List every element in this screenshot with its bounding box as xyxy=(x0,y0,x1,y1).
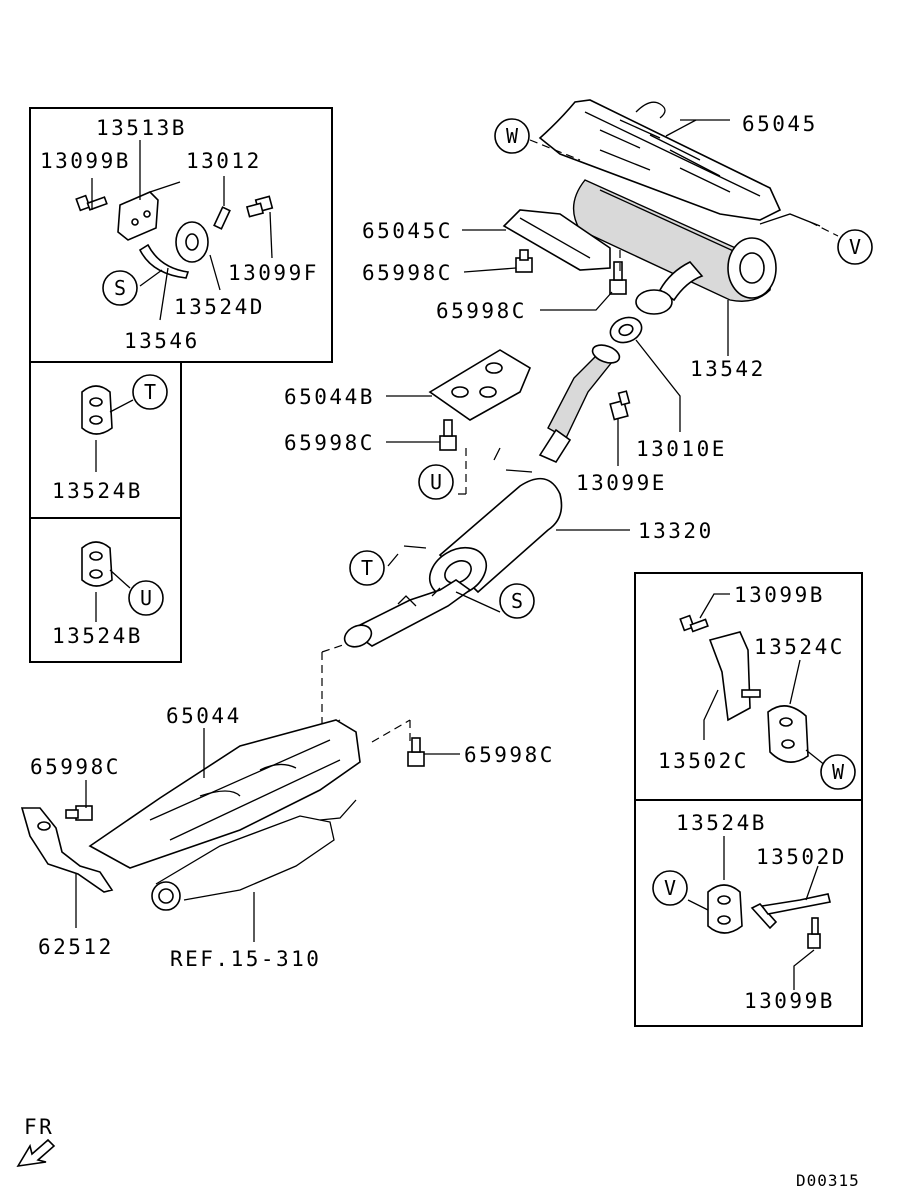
rear-muffler-13542 xyxy=(572,179,821,315)
bolt-65998c-rear-a xyxy=(515,249,533,273)
label-13320: 13320 xyxy=(638,519,714,543)
dashed-link-u xyxy=(458,448,467,495)
label-13524d: 13524D xyxy=(174,295,265,319)
svg-text:W: W xyxy=(832,760,845,784)
svg-text:T: T xyxy=(361,556,373,580)
front-pipe xyxy=(343,579,472,648)
heat-protector-65045c xyxy=(502,209,611,271)
svg-text:U: U xyxy=(430,470,442,494)
ref-converter-outline xyxy=(151,799,357,911)
rubber-hanger-13524b-v xyxy=(707,884,743,934)
diagram-code: D00315 xyxy=(796,1171,860,1187)
label-13546: 13546 xyxy=(124,329,200,353)
rubber-hanger-13524d xyxy=(175,221,209,263)
bolt-13099f xyxy=(245,195,274,218)
callout-t-inset: T xyxy=(132,374,168,410)
bolt-13099b-right-top xyxy=(679,614,709,633)
rubber-hanger-13524b-u xyxy=(81,541,113,587)
bracket-13502d xyxy=(750,893,831,930)
rubber-hanger-13524c xyxy=(767,705,809,763)
label-62512: 62512 xyxy=(38,935,114,959)
heat-protector-65044 xyxy=(88,719,361,869)
callout-u-inset: U xyxy=(128,580,164,616)
label-65044: 65044 xyxy=(166,704,242,728)
svg-text:V: V xyxy=(849,235,861,259)
dashed-link-bolt xyxy=(371,719,411,743)
label-fr: FR xyxy=(24,1115,54,1139)
label-65044b: 65044B xyxy=(284,385,375,409)
label-13524c: 13524C xyxy=(754,635,845,659)
label-13502c: 13502C xyxy=(658,749,749,773)
svg-text:S: S xyxy=(114,276,126,300)
center-muffler-13320 xyxy=(403,447,563,598)
bolt-13099b-right-bottom xyxy=(807,917,821,949)
bolt-65998c-mid xyxy=(439,419,457,451)
label-13099f: 13099F xyxy=(228,261,319,285)
callout-v-inset: V xyxy=(652,870,688,906)
gasket-13010e xyxy=(609,316,643,344)
bolt-65998c-rear-b xyxy=(609,261,627,295)
svg-text:U: U xyxy=(140,586,152,610)
label-13099b-inset: 13099B xyxy=(40,149,131,173)
inset-box-hanger-u xyxy=(29,517,182,663)
label-13012: 13012 xyxy=(186,149,262,173)
label-ref-15-310: REF.15-310 xyxy=(170,947,321,971)
pin-13012 xyxy=(213,206,231,230)
svg-text:W: W xyxy=(506,124,519,148)
label-65998c-front-right: 65998C xyxy=(464,743,555,767)
callout-s-inset: S xyxy=(102,270,138,306)
bolt-13099e xyxy=(609,390,631,421)
label-13099b-right-bottom: 13099B xyxy=(744,989,835,1013)
label-13502d: 13502D xyxy=(756,845,847,869)
callout-t-main: T xyxy=(349,550,385,586)
callout-w-main: W xyxy=(494,118,530,154)
svg-text:V: V xyxy=(664,876,676,900)
bracket-13502c xyxy=(708,631,761,722)
heat-protector-65045 xyxy=(538,99,782,221)
bolt-65998c-front-right xyxy=(407,737,425,767)
label-65998c-a: 65998C xyxy=(362,261,453,285)
dashed-link-front xyxy=(321,643,347,731)
label-13524b-t: 13524B xyxy=(52,479,143,503)
label-65045c: 65045C xyxy=(362,219,453,243)
label-13524b-u: 13524B xyxy=(52,624,143,648)
heat-protector-65044b xyxy=(428,349,532,421)
svg-text:S: S xyxy=(511,589,523,613)
label-13513b: 13513B xyxy=(96,116,187,140)
rubber-hanger-13524b-t xyxy=(81,385,113,435)
label-13099b-right-top: 13099B xyxy=(734,583,825,607)
label-13099e: 13099E xyxy=(576,471,667,495)
label-13010e: 13010E xyxy=(636,437,727,461)
dashed-link-w xyxy=(529,139,581,161)
callout-v-main: V xyxy=(837,229,873,265)
label-65998c-front-left: 65998C xyxy=(30,755,121,779)
exhaust-pipe-center xyxy=(538,344,621,464)
front-direction-arrow-icon xyxy=(16,1138,56,1168)
label-13542: 13542 xyxy=(690,357,766,381)
callout-s-main: S xyxy=(499,583,535,619)
svg-text:T: T xyxy=(144,380,156,404)
bracket-62512 xyxy=(20,807,114,893)
label-65998c-mid: 65998C xyxy=(284,431,375,455)
label-13524b-v: 13524B xyxy=(676,811,767,835)
bracket-13513b xyxy=(117,181,181,241)
label-65045: 65045 xyxy=(742,112,818,136)
callout-u-main: U xyxy=(418,464,454,500)
bolt-65998c-front-left xyxy=(65,805,93,821)
dashed-link-v xyxy=(809,221,839,237)
callout-w-inset: W xyxy=(820,754,856,790)
label-65998c-b: 65998C xyxy=(436,299,527,323)
bracket-13546 xyxy=(138,243,190,279)
